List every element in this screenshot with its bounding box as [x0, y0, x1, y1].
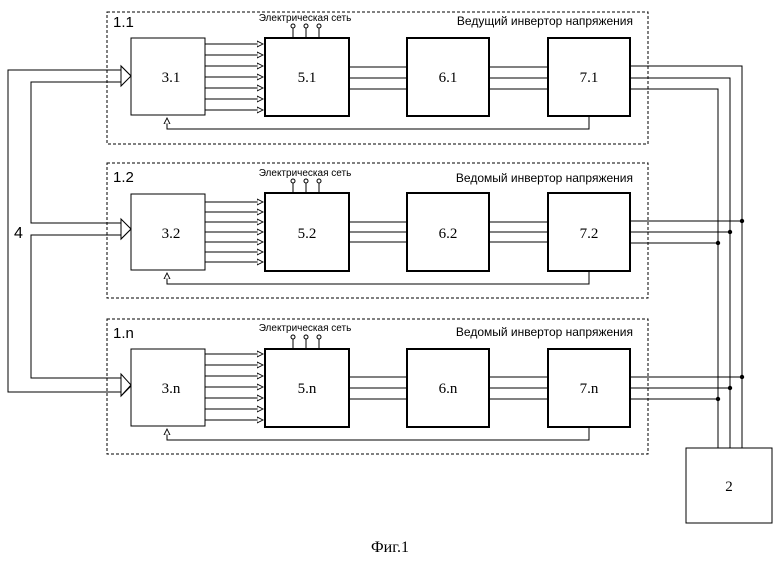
block-7-label: 7.1 — [580, 70, 599, 86]
block-5-label: 5.2 — [298, 226, 317, 242]
block-6-label: 6.1 — [439, 70, 458, 86]
block-3-label: 3.1 — [162, 70, 181, 86]
grid-terminal — [304, 179, 308, 183]
junction-dot — [740, 219, 744, 223]
junction-dot — [740, 375, 744, 379]
unit-id-label: 1.1 — [113, 14, 134, 31]
inverter-unit-1-1: 1.1 Ведущий инвертор напряжения Электрич… — [107, 12, 648, 144]
feedback-line — [167, 427, 589, 440]
block-3-label: 3.n — [162, 381, 181, 397]
junction-dot — [716, 241, 720, 245]
output-bus — [630, 66, 744, 448]
bus-label: 4 — [14, 225, 23, 242]
feedback-line — [167, 116, 589, 129]
inverter-unit-1-n: 1.n Ведомый инвертор напряжения Электрич… — [107, 319, 648, 454]
block-6-label: 6.2 — [439, 226, 458, 242]
grid-terminal — [317, 179, 321, 183]
block-5-label: 5.1 — [298, 70, 317, 86]
junction-dot — [728, 230, 732, 234]
junction-dot — [728, 386, 732, 390]
unit-title: Ведущий инвертор напряжения — [457, 14, 633, 28]
block-2-label: 2 — [725, 479, 733, 495]
grid-terminal — [291, 335, 295, 339]
sync-bus-4: 4 — [8, 66, 131, 396]
feedback-line — [167, 271, 589, 284]
block-5-label: 5.n — [298, 381, 317, 397]
unit-id-label: 1.n — [113, 325, 134, 342]
grid-label: Электрическая сеть — [259, 323, 352, 334]
block-6-label: 6.n — [439, 381, 458, 397]
grid-terminal — [317, 335, 321, 339]
block-7-label: 7.2 — [580, 226, 599, 242]
block-3-label: 3.2 — [162, 226, 181, 242]
unit-title: Ведомый инвертор напряжения — [456, 171, 633, 185]
figure-caption: Фиг.1 — [371, 539, 409, 556]
grid-terminal — [291, 24, 295, 28]
grid-terminal — [317, 24, 321, 28]
grid-label: Электрическая сеть — [259, 13, 352, 24]
grid-terminal — [304, 24, 308, 28]
junction-dot — [716, 397, 720, 401]
unit-id-label: 1.2 — [113, 169, 134, 186]
grid-terminal — [291, 179, 295, 183]
controller-block-2: 2 — [686, 448, 772, 523]
grid-terminal — [304, 335, 308, 339]
unit-title: Ведомый инвертор напряжения — [456, 325, 633, 339]
grid-label: Электрическая сеть — [259, 168, 352, 179]
block-7-label: 7.n — [580, 381, 599, 397]
inverter-unit-1-2: 1.2 Ведомый инвертор напряжения Электрич… — [107, 163, 648, 298]
